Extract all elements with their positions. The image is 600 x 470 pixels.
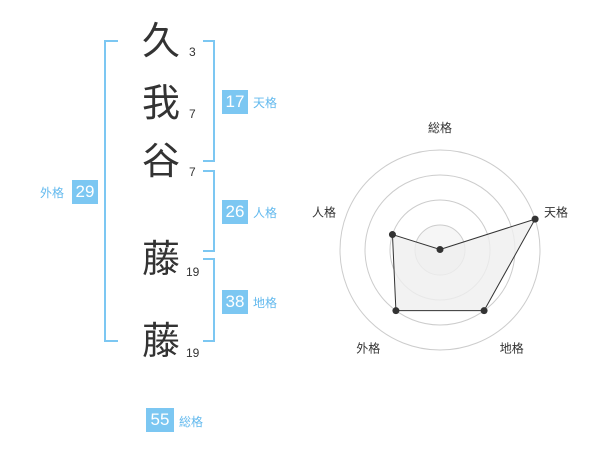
name-char-1: 久 xyxy=(142,19,181,63)
soukaku-label: 総格 xyxy=(179,415,204,429)
radar-area xyxy=(391,218,537,312)
jinkaku-bracket xyxy=(203,170,215,252)
gaikaku-label: 外格 xyxy=(40,186,65,200)
radar-point-1 xyxy=(531,215,539,223)
tenkaku-value: 17 xyxy=(222,90,248,114)
radar-point-3 xyxy=(392,307,400,315)
chikaku-label: 地格 xyxy=(253,296,278,310)
radar-point-2 xyxy=(480,307,488,315)
radar-ring xyxy=(339,149,541,351)
tenkaku-label: 天格 xyxy=(253,96,278,110)
radar-axis-label-1: 天格 xyxy=(544,204,568,219)
radar-axis-label-2: 地格 xyxy=(500,341,524,356)
radar-point-0 xyxy=(436,246,444,253)
stroke-count-5: 19 xyxy=(186,346,200,360)
gaikaku-bracket xyxy=(104,40,118,342)
jinkaku-label: 人格 xyxy=(253,206,278,220)
radar-point-4 xyxy=(388,231,396,239)
name-char-3: 谷 xyxy=(142,139,181,183)
radar-axis-label-0: 総格 xyxy=(428,120,452,135)
radar-points xyxy=(388,215,539,315)
gaikaku-value: 29 xyxy=(72,180,98,204)
tenkaku-bracket xyxy=(203,40,215,162)
stroke-count-1: 3 xyxy=(189,45,196,59)
stroke-count-3: 7 xyxy=(189,165,196,179)
name-char-4: 藤 xyxy=(142,237,181,281)
radar-axis-label-4: 人格 xyxy=(312,204,336,219)
radar-axis-label-3: 外格 xyxy=(356,341,380,356)
stroke-count-4: 19 xyxy=(186,265,200,279)
stroke-count-2: 7 xyxy=(189,107,196,121)
chikaku-value: 38 xyxy=(222,290,248,314)
name-char-2: 我 xyxy=(142,81,181,125)
jinkaku-value: 26 xyxy=(222,200,248,224)
chikaku-bracket xyxy=(203,258,215,342)
soukaku-value: 55 xyxy=(146,408,174,432)
name-char-5: 藤 xyxy=(142,319,181,363)
